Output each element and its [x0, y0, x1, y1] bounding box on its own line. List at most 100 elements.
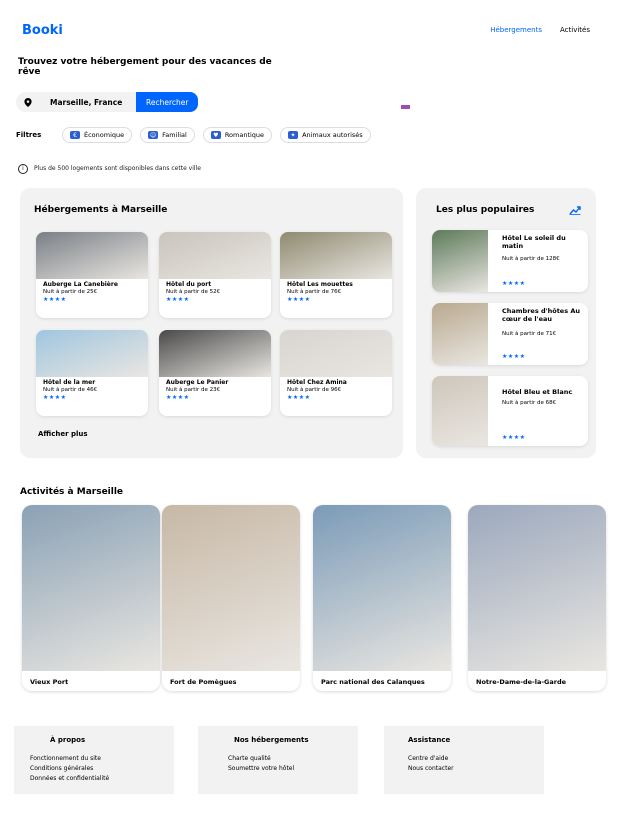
footer-link[interactable]: Soumettre votre hôtel: [228, 765, 295, 772]
filter-label: Familial: [162, 131, 187, 139]
activity-image: [468, 505, 606, 671]
filter-label: Romantique: [224, 131, 265, 139]
availability-info: i Plus de 500 logements sont disponibles…: [18, 160, 258, 177]
activities-title: Activités à Marseille: [20, 487, 124, 497]
stay-rating: ★★★★: [43, 296, 67, 303]
popular-price: Nuit à partir de 71€: [502, 331, 557, 337]
trending-up-icon: [569, 205, 583, 216]
filter-romantique[interactable]: ♥ Romantique: [202, 127, 273, 143]
popular-card[interactable]: Chambres d'hôtes Au cœur de l'eau Nuit à…: [432, 303, 588, 365]
footer-link[interactable]: Fonctionnement du site: [30, 755, 101, 762]
popular-title: Les plus populaires: [436, 205, 535, 215]
availability-text: Plus de 500 logements sont disponibles d…: [34, 165, 201, 172]
activity-card[interactable]: Fort de Pomègues: [162, 505, 300, 691]
popular-name: Hôtel Bleu et Blanc: [502, 388, 573, 396]
popular-card[interactable]: Hôtel Bleu et Blanc Nuit à partir de 68€…: [432, 376, 588, 446]
heart-icon: ♥: [210, 131, 221, 139]
activity-card[interactable]: Vieux Port: [22, 505, 160, 691]
footer-link[interactable]: Données et confidentialité: [30, 775, 110, 782]
stay-rating: ★★★★: [287, 296, 311, 303]
stay-card[interactable]: Hôtel de la mer Nuit à partir de 46€ ★★★…: [36, 330, 148, 416]
filters-bar: Filtres € Économique ☺ Familial ♥ Romant…: [16, 123, 446, 147]
info-icon: i: [18, 163, 28, 174]
popular-name: Chambres d'hôtes Au cœur de l'eau: [502, 307, 580, 323]
nav-link-activites[interactable]: Activités: [560, 26, 590, 34]
popular-image: [432, 303, 488, 365]
search-button[interactable]: Rechercher: [136, 92, 199, 112]
popular-image: [432, 376, 488, 446]
stay-name: Hôtel du port: [166, 281, 212, 288]
stay-name: Auberge Le Panier: [166, 379, 229, 386]
nav-link-hebergements[interactable]: Hébergements: [490, 26, 542, 34]
activity-name: Vieux Port: [30, 678, 69, 686]
decorative-dot: [401, 105, 410, 109]
footer-column-stays: Nos hébergements Charte qualité Soumettr…: [198, 726, 358, 794]
stay-card[interactable]: Auberge Le Panier Nuit à partir de 23€ ★…: [159, 330, 271, 416]
stay-card[interactable]: Hôtel Chez Amina Nuit à partir de 96€ ★★…: [280, 330, 392, 416]
activity-card[interactable]: Parc national des Calanques: [313, 505, 451, 691]
footer-links: Centre d'aide Nous contacter: [408, 754, 454, 774]
stay-price: Nuit à partir de 25€: [43, 289, 98, 295]
stay-image: [280, 330, 392, 377]
footer-heading: À propos: [50, 736, 86, 744]
filter-animaux[interactable]: ✦ Animaux autorisés: [280, 127, 371, 143]
activity-image: [313, 505, 451, 671]
popular-rating: ★★★★: [502, 280, 526, 287]
activities-section: Vieux Port Fort de Pomègues Parc nationa…: [18, 505, 608, 700]
activity-card[interactable]: Notre-Dame-de-la-Garde: [468, 505, 606, 691]
logo[interactable]: Booki: [22, 22, 63, 38]
main-nav: Hébergements Activités: [490, 26, 590, 34]
filters-title: Filtres: [16, 131, 42, 139]
activity-image: [22, 505, 160, 671]
child-icon: ☺: [148, 131, 159, 139]
filter-label: Économique: [84, 131, 125, 139]
stay-card[interactable]: Hôtel du port Nuit à partir de 52€ ★★★★: [159, 232, 271, 318]
footer-column-about: À propos Fonctionnement du site Conditio…: [14, 726, 174, 794]
footer-links: Fonctionnement du site Conditions généra…: [30, 754, 109, 784]
stay-image: [159, 232, 271, 279]
show-more-button[interactable]: Afficher plus: [38, 430, 88, 438]
stay-name: Auberge La Canebière: [43, 281, 118, 288]
footer-link[interactable]: Centre d'aide: [408, 755, 449, 762]
stay-price: Nuit à partir de 76€: [287, 289, 342, 295]
filter-label: Animaux autorisés: [302, 131, 363, 139]
footer-link[interactable]: Conditions générales: [30, 765, 94, 772]
popular-image: [432, 230, 488, 292]
stays-section: [20, 188, 403, 458]
stay-image: [280, 232, 392, 279]
activity-image: [162, 505, 300, 671]
stay-image: [36, 330, 148, 377]
stay-price: Nuit à partir de 96€: [287, 387, 342, 393]
activity-name: Notre-Dame-de-la-Garde: [476, 678, 567, 686]
footer-heading: Nos hébergements: [234, 736, 309, 744]
footer-heading: Assistance: [408, 736, 451, 744]
filter-familial[interactable]: ☺ Familial: [140, 127, 195, 143]
page-headline: Trouvez votre hébergement pour des vacan…: [18, 57, 272, 77]
stay-card[interactable]: Hôtel Les mouettes Nuit à partir de 76€ …: [280, 232, 392, 318]
footer-link[interactable]: Charte qualité: [228, 755, 271, 762]
footer-links: Charte qualité Soumettre votre hôtel: [228, 754, 294, 774]
popular-card[interactable]: Hôtel Le soleil du matin Nuit à partir d…: [432, 230, 588, 292]
filter-economique[interactable]: € Économique: [62, 127, 133, 143]
footer-link[interactable]: Nous contacter: [408, 765, 454, 772]
footer-column-assistance: Assistance Centre d'aide Nous contacter: [384, 726, 544, 794]
stay-name: Hôtel de la mer: [43, 379, 96, 386]
stay-price: Nuit à partir de 52€: [166, 289, 221, 295]
stay-image: [36, 232, 148, 279]
stay-name: Hôtel Les mouettes: [287, 281, 353, 288]
popular-price: Nuit à partir de 68€: [502, 400, 557, 406]
money-icon: €: [70, 131, 80, 139]
dog-icon: ✦: [288, 131, 299, 139]
stay-image: [159, 330, 271, 377]
stay-rating: ★★★★: [166, 394, 190, 401]
activity-name: Parc national des Calanques: [321, 678, 425, 686]
popular-name: Hôtel Le soleil du matin: [502, 234, 566, 250]
stay-name: Hôtel Chez Amina: [287, 379, 347, 386]
search-input[interactable]: Marseille, France: [40, 92, 136, 112]
stay-rating: ★★★★: [43, 394, 67, 401]
stay-rating: ★★★★: [166, 296, 190, 303]
stays-title: Hébergements à Marseille: [34, 205, 168, 215]
stay-card[interactable]: Auberge La Canebière Nuit à partir de 25…: [36, 232, 148, 318]
popular-rating: ★★★★: [502, 353, 526, 360]
search-bar: Marseille, France Rechercher: [16, 90, 250, 114]
